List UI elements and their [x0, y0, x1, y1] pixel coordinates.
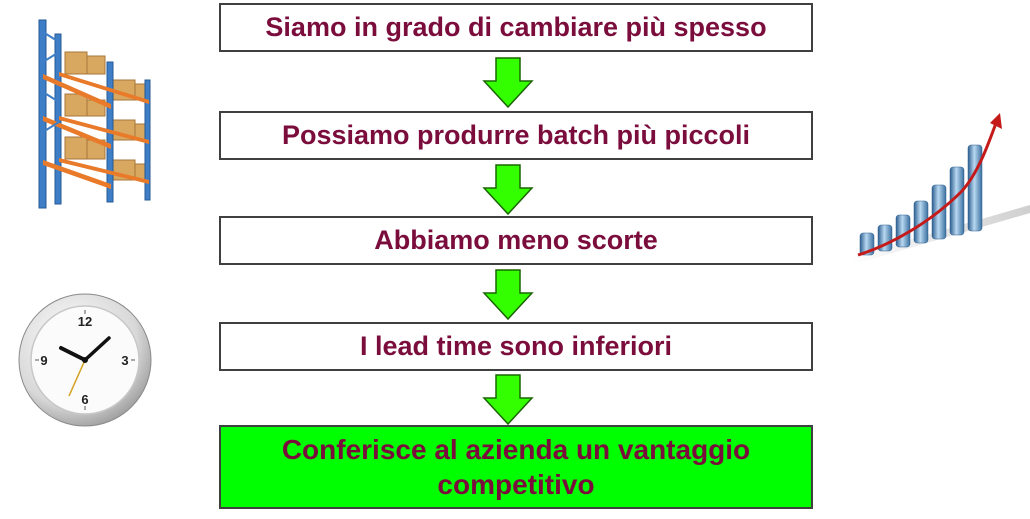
flow-step-final: Conferisce al azienda un vantaggio compe… [219, 425, 813, 509]
flow-step-2-label: Possiamo produrre batch più piccoli [281, 119, 751, 150]
clock-hour-hand [59, 346, 87, 362]
flow-step-3: Abbiamo meno scorte [219, 216, 813, 265]
clock-number-3: 3 [121, 353, 128, 368]
down-arrow-icon [482, 269, 534, 321]
flow-step-1-label: Siamo in grado di cambiare più spesso [265, 11, 767, 42]
down-arrow-icon [482, 374, 534, 426]
clock-icon: 12 3 6 9 [18, 293, 152, 427]
flow-step-final-label: Conferisce al azienda un vantaggio compe… [281, 434, 751, 500]
clock-number-9: 9 [40, 353, 47, 368]
clock-number-12: 12 [78, 314, 92, 329]
flow-step-3-label: Abbiamo meno scorte [374, 224, 658, 255]
flow-step-4: I lead time sono inferiori [219, 322, 813, 371]
down-arrow-icon [482, 164, 534, 216]
clock-minute-hand [83, 336, 111, 362]
flow-step-2: Possiamo produrre batch più piccoli [219, 111, 813, 160]
down-arrow-icon [482, 57, 534, 109]
growth-bar-chart-icon [850, 113, 1030, 263]
flow-step-1: Siamo in grado di cambiare più spesso [219, 3, 813, 52]
clock-second-hand [68, 359, 86, 397]
clock-number-6: 6 [81, 392, 88, 407]
warehouse-shelves-icon [38, 19, 151, 209]
flow-step-4-label: I lead time sono inferiori [359, 330, 673, 361]
